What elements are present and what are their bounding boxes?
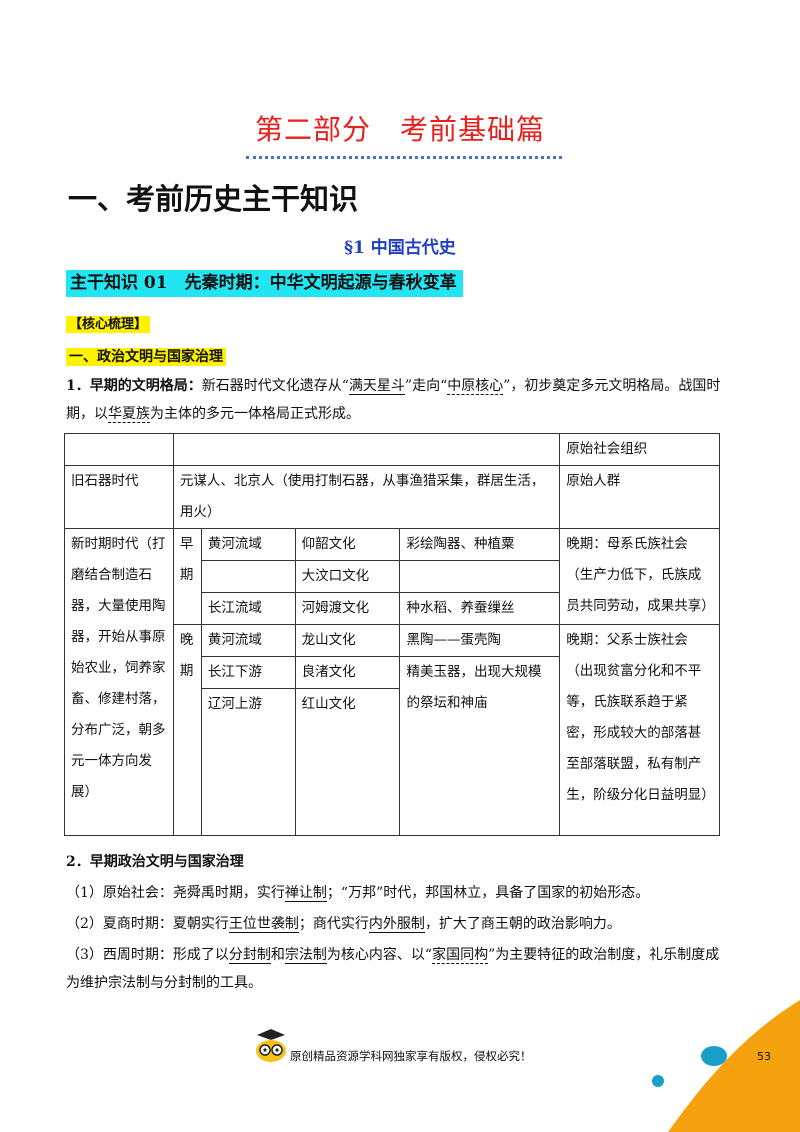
p1-underline-1: 满天星斗 — [348, 378, 405, 395]
core-tag: 【核心梳理】 — [66, 316, 151, 333]
culture: 红山文化 — [294, 688, 401, 836]
early-org: 晚期：母系氏族社会（生产力低下，氏族成员共同劳动，成果共享） — [559, 528, 720, 625]
p1-underline-2: 中原核心 — [447, 378, 504, 395]
p2-text: ，扩大了商王朝的政治影响力。 — [424, 916, 621, 932]
culture: 河姆渡文化 — [294, 592, 401, 625]
culture: 仰韶文化 — [294, 528, 401, 561]
p2-text: （3）西周时期：形成了以 — [66, 947, 229, 963]
region: 长江流域 — [200, 592, 296, 625]
late-label: 晚期 — [172, 624, 202, 836]
region: 黄河流域 — [200, 528, 296, 561]
p1-text: ”走向“ — [404, 378, 448, 394]
p1-underline-3: 华夏族 — [108, 406, 150, 423]
p2-text: ；商代实行 — [298, 916, 369, 932]
feature — [399, 560, 561, 593]
culture: 龙山文化 — [294, 624, 401, 657]
feature: 精美玉器，出现大规模的祭坛和神庙 — [399, 656, 561, 836]
table-cell — [172, 433, 561, 466]
p2-underline: 家国同构 — [432, 947, 489, 964]
p1-label: 1．早期的文明格局： — [66, 378, 202, 394]
feature: 彩绘陶器、种植粟 — [399, 528, 561, 561]
p1-text: ”，初步奠定多元文明格局。战国时期，以 — [66, 378, 721, 422]
subsection-wrap: 一、政治文明与国家治理 — [66, 346, 226, 366]
p2-text: （2）夏商时期：夏朝实行 — [66, 916, 229, 932]
early-label: 早期 — [172, 528, 202, 625]
paleo-desc: 元谋人、北京人（使用打制石器，从事渔猎采集，群居生活，用火） — [172, 465, 561, 529]
paragraph-2-3: （3）西周时期：形成了以分封制和宗法制为核心内容、以“家国同构”为主要特征的政治… — [66, 941, 731, 997]
neo-label: 新时期时代（打磨结合制造石器，大量使用陶器，开始从事原始农业，饲养家畜、修建村落… — [64, 528, 174, 836]
feature: 黑陶——蛋壳陶 — [399, 624, 561, 657]
header-org: 原始社会组织 — [559, 433, 720, 466]
p1-text: 为主体的多元一体格局正式形成。 — [150, 406, 360, 422]
topic-title: 主干知识 01 先秦时期：中华文明起源与春秋变革 — [66, 270, 463, 297]
paleo-org: 原始人群 — [559, 465, 720, 529]
table-row: 大汶口文化 — [65, 560, 720, 593]
p2-underline: 分封制 — [228, 947, 271, 964]
footer-copyright: 原创精品资源学科网独家享有版权，侵权必究！ — [290, 1049, 532, 1063]
p1-text: 新石器时代文化遗存从“ — [201, 378, 349, 394]
culture: 良渚文化 — [294, 656, 401, 689]
culture: 大汶口文化 — [294, 560, 401, 593]
p2-title: 2．早期政治文明与国家治理 — [66, 854, 244, 870]
core-tag-wrap: 【核心梳理】 — [66, 313, 151, 333]
table-row: 旧石器时代 元谋人、北京人（使用打制石器，从事渔猎采集，群居生活，用火） 原始人… — [64, 465, 720, 529]
paleo-label: 旧石器时代 — [64, 465, 174, 529]
subsection-title: 一、政治文明与国家治理 — [66, 348, 226, 366]
p2-text: 和 — [270, 947, 285, 963]
p2-text: ；“万邦”时代，邦国林立，具备了国家的初始形态。 — [326, 885, 650, 901]
paragraph-1: 1．早期的文明格局：新石器时代文化遗存从“满天星斗”走向“中原核心”，初步奠定多… — [66, 372, 728, 428]
region — [200, 560, 296, 593]
section-title: §1 中国古代史 — [344, 238, 456, 258]
table-row: 新时期时代（打磨结合制造石器，大量使用陶器，开始从事原始农业，饲养家畜、修建村落… — [64, 528, 720, 836]
p2-text: （1）原始社会：尧舜禹时期，实行 — [66, 885, 285, 901]
table-row: 原始社会组织 — [64, 433, 720, 466]
region: 辽河上游 — [200, 688, 296, 836]
p2-text: ”为主要特征的政治制度，礼乐制度成为维护宗法制与分封制的工具。 — [66, 947, 720, 991]
paragraph-2-2: （2）夏商时期：夏朝实行王位世袭制；商代实行内外服制，扩大了商王朝的政治影响力。 — [66, 910, 731, 938]
region: 长江下游 — [200, 656, 296, 689]
p2-text: 为核心内容、以“ — [326, 947, 433, 963]
table-cell — [64, 433, 174, 466]
main-title: 一、考前历史主干知识 — [68, 182, 359, 216]
region: 黄河流域 — [200, 624, 296, 657]
feature: 种水稻、养蚕缫丝 — [399, 592, 561, 625]
corner-decoration — [652, 1000, 800, 1132]
part-title: 第二部分 考前基础篇 — [254, 113, 545, 146]
mascot-icon — [256, 1029, 286, 1062]
page-number: 53 — [757, 1050, 771, 1063]
dotted-divider — [246, 156, 562, 159]
table-row: 晚期 黄河流域 龙山文化 黑陶——蛋壳陶 晚期：父系士族社会（出现贫富分化和不平… — [65, 624, 720, 836]
table-row: 长江流域 河姆渡文化 种水稻、养蚕缫丝 — [65, 592, 720, 625]
p2-underline: 禅让制 — [284, 885, 327, 902]
paragraph-2-1: （1）原始社会：尧舜禹时期，实行禅让制；“万邦”时代，邦国林立，具备了国家的初始… — [66, 879, 731, 907]
prehistory-table: 原始社会组织 旧石器时代 元谋人、北京人（使用打制石器，从事渔猎采集，群居生活，… — [64, 433, 720, 836]
table-row: 长江下游 良渚文化 精美玉器，出现大规模的祭坛和神庙 — [65, 656, 720, 836]
table-row: 辽河上游 红山文化 — [65, 688, 720, 836]
p2-underline: 王位世袭制 — [228, 916, 299, 933]
late-org: 晚期：父系士族社会（出现贫富分化和不平等，氏族联系趋于紧密，形成较大的部落甚至部… — [559, 624, 720, 836]
p2-underline: 内外服制 — [368, 916, 425, 933]
p2-underline: 宗法制 — [284, 947, 327, 964]
